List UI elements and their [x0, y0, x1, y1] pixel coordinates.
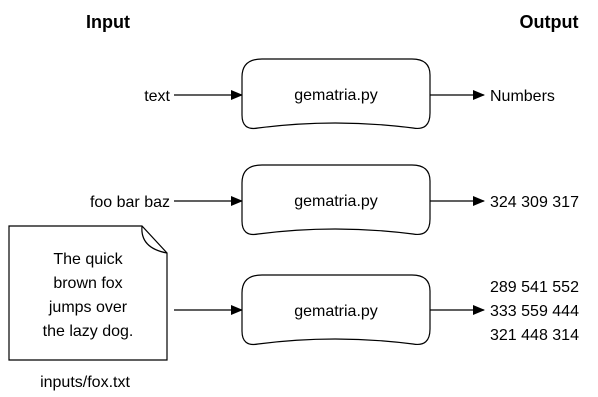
- document-fold: [141, 225, 168, 254]
- row3-output-line-1: 289 541 552: [490, 279, 579, 296]
- row2-input-label: foo bar baz: [90, 194, 170, 211]
- document-icon: [8, 225, 168, 361]
- document-line-1: The quick: [53, 251, 123, 268]
- row1-process-box: [241, 58, 431, 130]
- row3-process-box: [241, 274, 431, 346]
- row1-output-label: Numbers: [490, 88, 555, 105]
- row2-process-label: gematria.py: [294, 193, 378, 210]
- row1-input-label: text: [144, 88, 170, 105]
- row2-process-box: [241, 164, 431, 236]
- document-caption: inputs/fox.txt: [40, 374, 130, 391]
- input-header: Input: [86, 12, 130, 32]
- document-line-3: jumps over: [48, 299, 128, 316]
- row3-output-line-3: 321 448 314: [490, 327, 579, 344]
- document-line-2: brown fox: [53, 275, 122, 292]
- document-line-4: the lazy dog.: [43, 323, 134, 340]
- row2-output-label: 324 309 317: [490, 194, 579, 211]
- row1-process-label: gematria.py: [294, 87, 378, 104]
- output-header: Output: [520, 12, 579, 32]
- row3-output-line-2: 333 559 444: [490, 303, 579, 320]
- row3-process-label: gematria.py: [294, 303, 378, 320]
